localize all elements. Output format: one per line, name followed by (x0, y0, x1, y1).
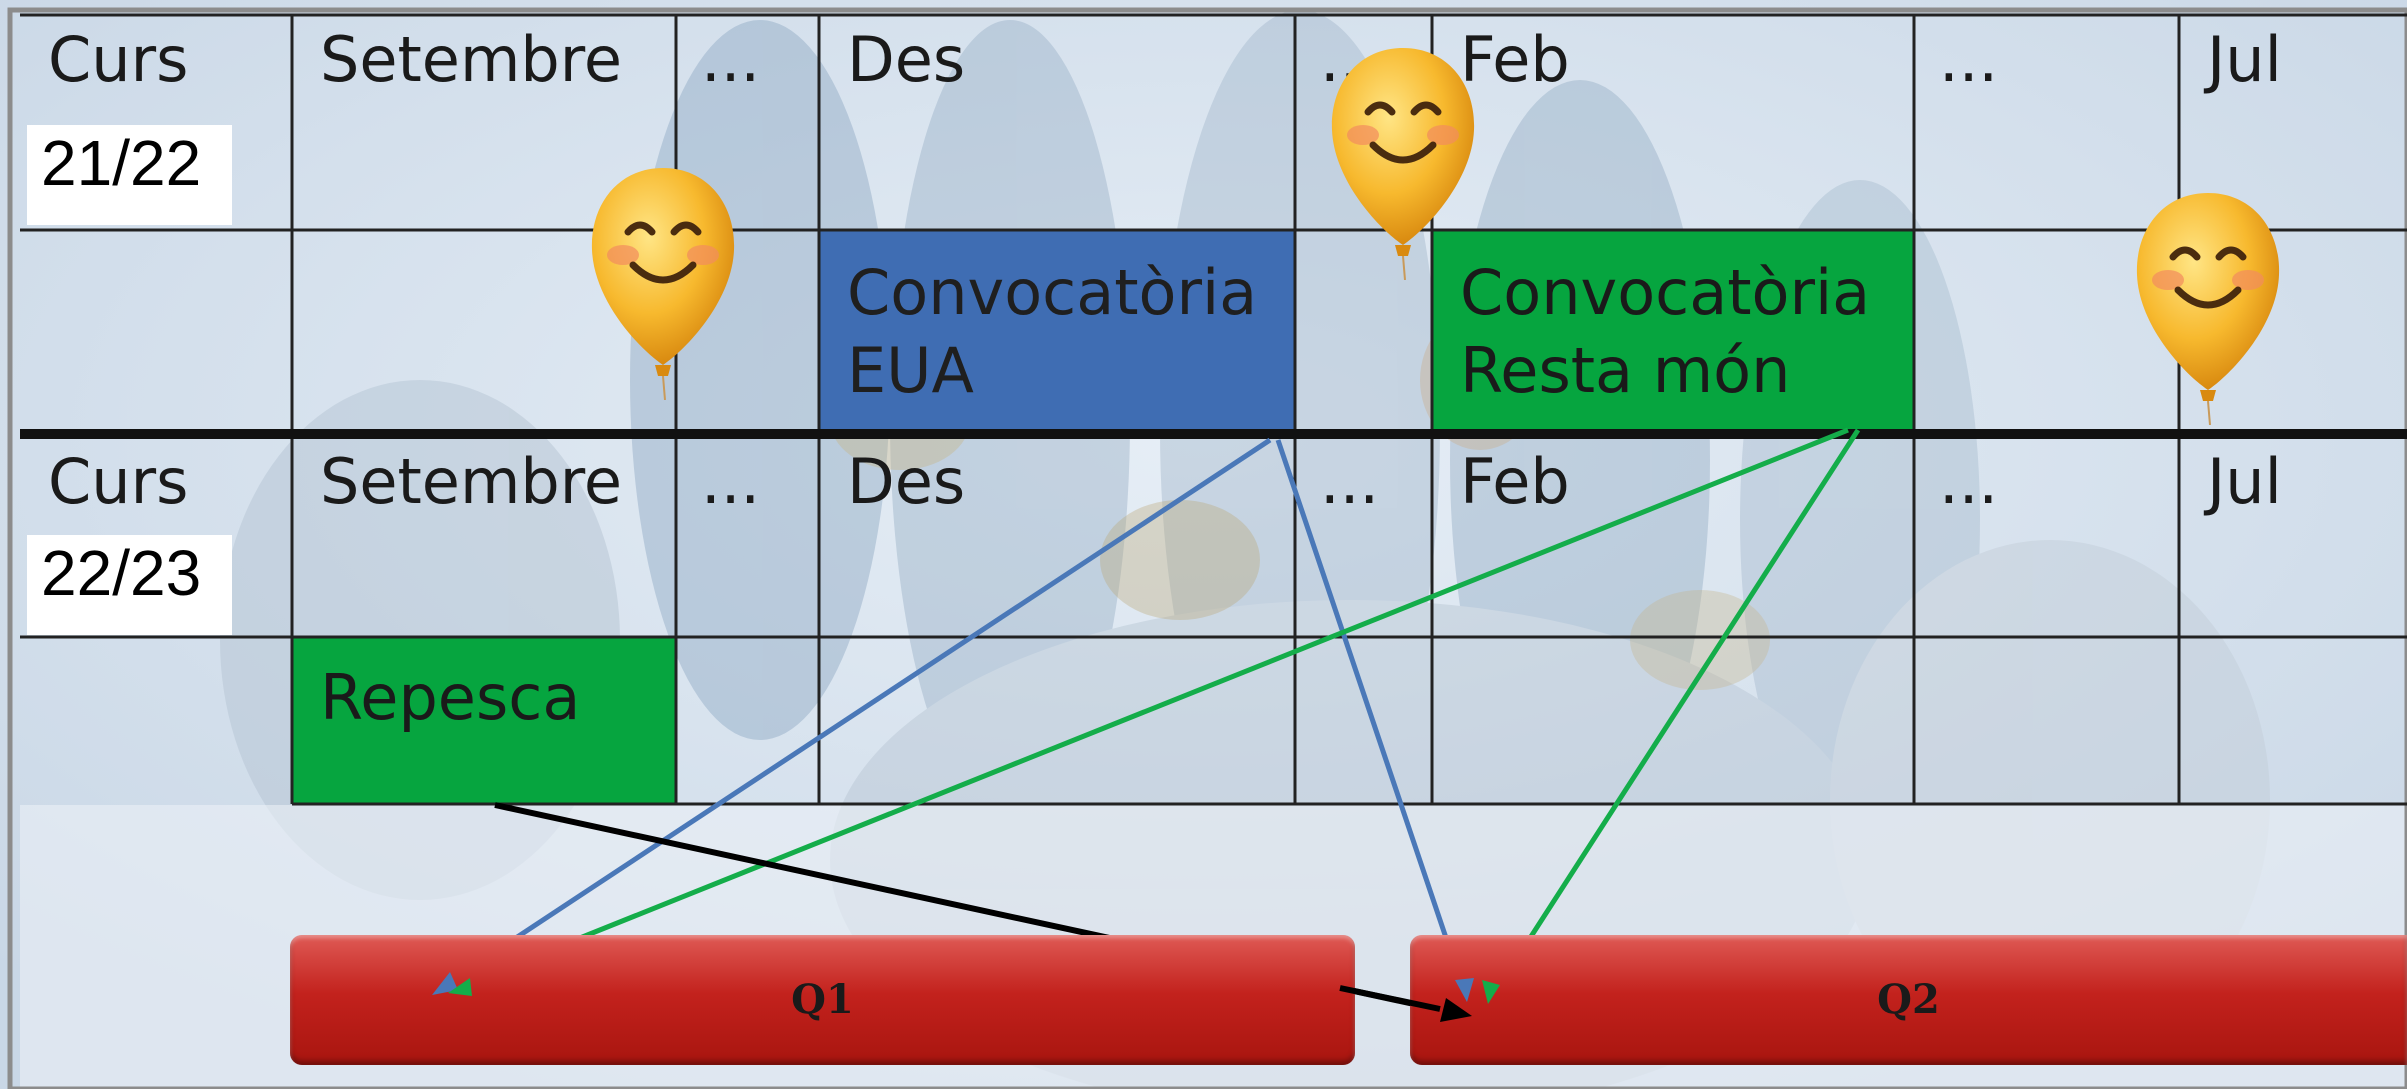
world-call-cell: Convocatòria Resta món (1432, 230, 1914, 430)
arrow-world-to-q2 (1484, 428, 1861, 1009)
arrow-usa-to-q2 (1275, 439, 1478, 1010)
arrow-world-to-q1 (445, 427, 1849, 997)
bottom-month-des: Des (847, 445, 966, 518)
top-year: 21/22 (27, 125, 232, 225)
top-year-label: Curs (48, 23, 189, 96)
bottom-month-jul: Jul (2207, 445, 2282, 518)
bottom-month-feb: Feb (1460, 445, 1570, 518)
bottom-month-ellipsis-1: ... (701, 445, 761, 518)
top-month-jul: Jul (2207, 23, 2282, 96)
top-month-setembre: Setembre (320, 23, 622, 96)
smiling-balloon-icon (591, 168, 735, 400)
arrow-tip-world-q1 (448, 978, 472, 996)
world-call-line2: Resta món (1460, 333, 1791, 407)
top-month-feb: Feb (1460, 23, 1570, 96)
repesca-cell: Repesca (292, 637, 676, 804)
semester-q1-bar: Q1 (290, 935, 1355, 1065)
usa-call-cell: Convocatòria EUA (819, 230, 1295, 430)
usa-call-line1: Convocatòria (847, 256, 1258, 329)
bottom-year-label: Curs (48, 445, 189, 518)
arrow-usa-to-q1 (431, 437, 1272, 994)
bottom-month-setembre: Setembre (320, 445, 622, 518)
top-month-ellipsis-3: ... (1939, 23, 1999, 96)
semester-q2-bar: Q2 (1410, 935, 2407, 1065)
arrow-tip-usa-q2 (1455, 978, 1474, 1002)
smiling-balloon-icon (1331, 48, 1475, 280)
bottom-month-ellipsis-2: ... (1320, 445, 1380, 518)
world-call-line1: Convocatòria (1460, 256, 1871, 329)
arrow-tip-world-q2 (1482, 980, 1500, 1004)
bottom-month-ellipsis-3: ... (1939, 445, 1999, 518)
arrow-repesca-to-q2-overlay (1339, 985, 1441, 1012)
top-month-ellipsis-1: ... (701, 23, 761, 96)
bottom-year: 22/23 (27, 535, 232, 635)
usa-call-line2: EUA (847, 333, 974, 407)
smiling-balloon-icon (2136, 193, 2280, 425)
top-month-des: Des (847, 23, 966, 96)
arrow-tip-usa-q1 (432, 972, 458, 995)
arrow-tip-repesca-q2 (1440, 998, 1472, 1022)
